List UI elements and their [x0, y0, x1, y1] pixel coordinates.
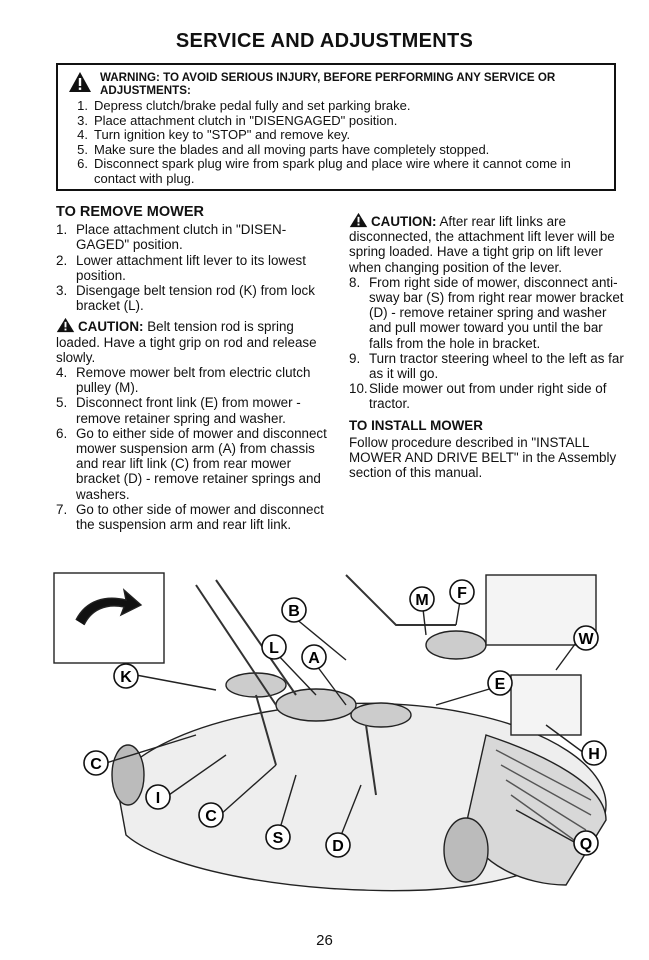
svg-text:Q: Q [580, 836, 592, 853]
list-item: 1.Depress clutch/brake pedal fully and s… [77, 98, 411, 113]
list-item: 6.Go to either side of mower and disconn… [56, 425, 327, 502]
caution-label: CAUTION: [78, 319, 144, 335]
label-i: I [145, 784, 171, 810]
svg-text:C: C [205, 808, 217, 825]
install-text: Follow procedure described in "INSTALL M… [349, 434, 617, 481]
svg-text:A: A [308, 650, 320, 667]
warning-triangle-icon [69, 72, 91, 92]
list-item: 4.Remove mower belt from electric clutch… [56, 365, 311, 396]
svg-text:W: W [578, 631, 594, 648]
label-q: Q [573, 830, 599, 856]
list-item: 5.Disconnect front link (E) from mower -… [56, 395, 301, 426]
warning-heading: WARNING: TO AVOID SERIOUS INJURY, BEFORE… [68, 71, 606, 97]
caution-paragraph: CAUTION: Belt tension rod is spring load… [56, 317, 336, 365]
list-item: 2.Lower attachment lift lever to its low… [56, 252, 306, 283]
list-item: 3.Disengage belt tension rod (K) from lo… [56, 283, 315, 314]
list-item: 4.Turn ignition key to "STOP" and remove… [77, 127, 351, 143]
install-mower-heading: TO INSTALL MOWER [349, 417, 483, 433]
remove-mower-heading: TO REMOVE MOWER [56, 204, 204, 220]
label-a: A [301, 644, 327, 670]
label-h: H [581, 740, 607, 766]
list-item: 6.Disconnect spark plug wire from spark … [77, 156, 571, 186]
list-item: 3.Place attachment clutch in "DISENGAGED… [77, 112, 398, 128]
label-s: S [265, 824, 291, 850]
svg-text:F: F [457, 585, 467, 602]
svg-text:B: B [288, 603, 300, 620]
label-e: E [487, 670, 513, 696]
list-item: 10.Slide mower out from under right side… [349, 381, 607, 412]
label-k: K [113, 663, 139, 689]
label-d: D [325, 832, 351, 858]
caution-triangle-icon [56, 318, 75, 333]
list-item: 7.Go to other side of mower and disconne… [56, 501, 324, 533]
caution-text: After rear lift links are disconnected, … [349, 214, 615, 275]
caution-triangle-icon [349, 212, 368, 228]
warning-box: WARNING: TO AVOID SERIOUS INJURY, BEFORE… [56, 63, 616, 191]
svg-text:K: K [120, 669, 132, 686]
caution-paragraph: CAUTION: After rear lift links are disco… [349, 212, 624, 275]
label-c: C [83, 750, 109, 776]
caution-label: CAUTION: [371, 214, 437, 229]
svg-text:I: I [156, 790, 160, 807]
left-column: TO REMOVE MOWER 1.Place attachment clutc… [56, 204, 336, 533]
svg-text:S: S [273, 830, 284, 847]
svg-text:H: H [588, 746, 600, 763]
caution-text: Belt tension rod is spring loaded. Have … [56, 319, 317, 365]
mower-diagram: B L A M F W K E H C I C S D Q [53, 572, 607, 892]
svg-text:D: D [332, 838, 344, 855]
label-f: F [449, 579, 475, 605]
right-column: CAUTION: After rear lift links are disco… [349, 212, 624, 480]
list-item: 5.Make sure the blades and all moving pa… [77, 141, 490, 157]
label-m: M [409, 586, 435, 612]
svg-text:C: C [90, 756, 102, 773]
page-title: SERVICE AND ADJUSTMENTS [175, 30, 474, 52]
list-item: 9.Turn tractor steering wheel to the lef… [349, 350, 624, 382]
label-c: C [198, 802, 224, 828]
label-b: B [281, 597, 307, 623]
warning-steps: 1.Depress clutch/brake pedal fully and s… [68, 98, 606, 187]
svg-text:L: L [269, 640, 279, 657]
page-number: 26 [316, 932, 333, 949]
svg-text:M: M [415, 592, 428, 609]
label-w: W [573, 625, 599, 651]
warning-heading-text: WARNING: TO AVOID SERIOUS INJURY, BEFORE… [100, 71, 556, 97]
list-item: 1.Place attachment clutch in "DISEN-GAGE… [56, 222, 287, 253]
svg-text:E: E [495, 676, 506, 693]
list-item: 8.From right side of mower, disconnect a… [349, 274, 624, 351]
label-l: L [261, 634, 287, 660]
